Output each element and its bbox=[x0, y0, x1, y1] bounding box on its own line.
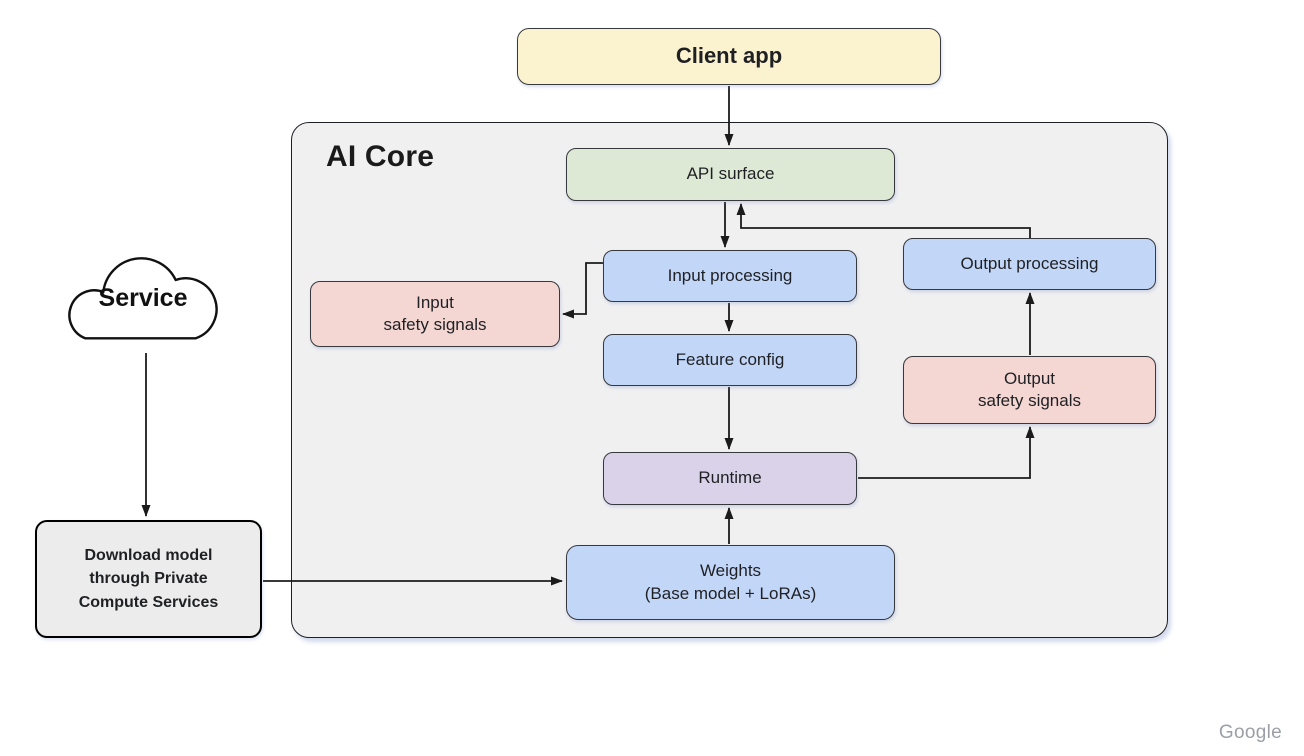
input-safety-signals-label-line2: safety signals bbox=[383, 315, 487, 334]
download-model-label-line2: through Private bbox=[89, 570, 208, 588]
weights-node: Weights (Base model + LoRAs) bbox=[566, 545, 895, 620]
output-processing-label: Output processing bbox=[960, 253, 1099, 273]
output-safety-signals-label-line2: safety signals bbox=[978, 391, 1081, 410]
feature-config-label: Feature config bbox=[675, 349, 785, 369]
output-safety-signals-label-line1: Output bbox=[1003, 368, 1056, 388]
output-safety-signals-node: Output safety signals bbox=[903, 356, 1156, 424]
runtime-label: Runtime bbox=[698, 468, 762, 488]
client-app-label: Client app bbox=[675, 43, 783, 69]
feature-config-node: Feature config bbox=[603, 334, 857, 386]
input-processing-node: Input processing bbox=[603, 250, 857, 302]
api-surface-label: API surface bbox=[686, 164, 775, 184]
service-cloud-icon bbox=[68, 257, 218, 340]
api-surface-node: API surface bbox=[566, 148, 895, 201]
weights-label-line2: (Base model + LoRAs) bbox=[644, 583, 817, 603]
google-logo: Google bbox=[1218, 722, 1282, 743]
download-model-node: Download model through Private Compute S… bbox=[35, 520, 262, 638]
ai-core-title: AI Core bbox=[326, 140, 435, 173]
weights-label-line1: Weights bbox=[699, 561, 762, 581]
client-app-node: Client app bbox=[517, 28, 941, 85]
input-safety-signals-node: Input safety signals bbox=[310, 281, 560, 347]
runtime-node: Runtime bbox=[603, 452, 857, 505]
output-processing-node: Output processing bbox=[903, 238, 1156, 290]
download-model-label-line1: Download model bbox=[84, 547, 213, 565]
service-label: Service bbox=[98, 284, 188, 312]
download-model-label-line3: Compute Services bbox=[78, 593, 219, 611]
input-safety-signals-label-line1: Input bbox=[416, 292, 454, 312]
input-processing-label: Input processing bbox=[667, 265, 793, 285]
